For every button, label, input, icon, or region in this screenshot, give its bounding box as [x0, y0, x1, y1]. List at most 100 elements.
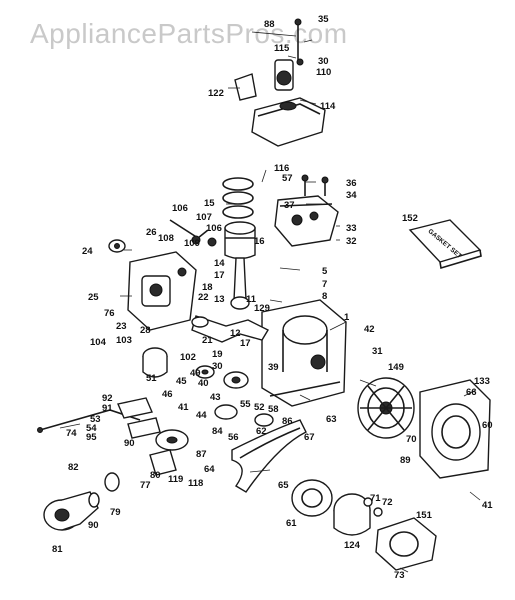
- callout-102: 102: [180, 352, 196, 363]
- callout-63: 63: [326, 414, 337, 425]
- cylinder-head: [274, 195, 339, 247]
- callout-17: 17: [214, 270, 225, 281]
- callout-14: 14: [214, 258, 225, 269]
- callout-81: 81: [52, 544, 63, 555]
- callout-89: 89: [400, 455, 411, 466]
- callout-43: 43: [210, 392, 221, 403]
- callout-28: 28: [140, 325, 151, 336]
- blower-housing: [419, 379, 491, 479]
- callout-106: 106: [172, 203, 188, 214]
- callout-16: 16: [254, 236, 265, 247]
- callout-41: 41: [178, 402, 189, 413]
- callout-129: 129: [254, 303, 270, 314]
- callout-12: 12: [230, 328, 241, 339]
- callout-44: 44: [196, 410, 207, 421]
- starter-clutch: [149, 429, 189, 476]
- callout-79: 79: [110, 507, 121, 518]
- callout-5: 5: [322, 266, 328, 277]
- callout-149: 149: [388, 362, 404, 373]
- callout-15: 15: [204, 198, 215, 209]
- callout-40: 40: [198, 378, 209, 389]
- callout-90: 90: [124, 438, 135, 449]
- callout-62: 62: [256, 426, 267, 437]
- callout-152: 152: [402, 213, 418, 224]
- carburetor: [127, 251, 197, 331]
- watermark: AppliancePartsPros.com: [30, 18, 348, 49]
- air-cleaner-stud: [294, 18, 304, 66]
- callout-116: 116: [274, 163, 289, 174]
- callout-32: 32: [346, 236, 357, 247]
- callout-107: 107: [196, 212, 212, 223]
- callout-18: 18: [202, 282, 213, 293]
- piston: [224, 221, 256, 260]
- callout-7: 7: [322, 279, 327, 290]
- callout-82: 82: [68, 462, 79, 473]
- throttle-linkage: [169, 219, 217, 247]
- callout-45: 45: [176, 376, 187, 387]
- callout-119: 119: [168, 474, 183, 485]
- callout-41b: 41: [482, 500, 493, 511]
- callout-19: 19: [212, 349, 223, 360]
- callout-64: 64: [204, 464, 215, 475]
- callout-30b: 30: [212, 361, 223, 372]
- callout-76: 76: [104, 308, 115, 319]
- leader-lines: [59, 31, 481, 573]
- callout-90b: 90: [88, 520, 99, 531]
- callout-22: 22: [198, 292, 209, 303]
- callout-11: 11: [246, 294, 257, 305]
- callout-84: 84: [212, 426, 223, 437]
- callout-17b: 17: [240, 338, 251, 349]
- callout-35: 35: [318, 14, 329, 25]
- callout-36: 36: [346, 178, 357, 189]
- callout-52: 52: [254, 402, 265, 413]
- callout-114: 114: [320, 101, 336, 112]
- callout-66: 66: [466, 387, 477, 398]
- callout-108: 108: [158, 233, 174, 244]
- callout-72: 72: [382, 497, 393, 508]
- callout-58: 58: [268, 404, 279, 415]
- air-cleaner-element: [274, 59, 294, 91]
- callout-37: 37: [284, 200, 295, 211]
- crankshaft: [191, 315, 269, 343]
- callout-60: 60: [482, 420, 493, 431]
- callout-122: 122: [208, 88, 224, 99]
- callout-104: 104: [90, 337, 107, 348]
- callout-87: 87: [196, 449, 207, 460]
- callout-124: 124: [344, 540, 361, 551]
- engine-block: [261, 299, 347, 407]
- callout-67: 67: [304, 432, 315, 443]
- callout-115: 115: [274, 43, 290, 54]
- callout-31: 31: [372, 346, 383, 357]
- callout-151: 151: [416, 510, 433, 521]
- callout-39: 39: [268, 362, 279, 373]
- oil-seal: [195, 365, 215, 379]
- callout-42: 42: [364, 324, 375, 335]
- head-bolts: [301, 174, 329, 196]
- callout-55: 55: [240, 399, 251, 410]
- connecting-rod: [230, 257, 250, 310]
- callout-57: 57: [282, 173, 293, 184]
- camshaft-gear: [223, 371, 249, 389]
- callout-118: 118: [188, 478, 203, 489]
- callout-110: 110: [316, 67, 331, 78]
- callout-1: 1: [344, 312, 350, 323]
- callout-61: 61: [286, 518, 297, 529]
- callout-49: 49: [190, 368, 201, 379]
- callout-53: 53: [90, 414, 101, 425]
- callout-133: 133: [474, 376, 490, 387]
- callout-73: 73: [394, 570, 405, 581]
- callout-30: 30: [318, 56, 329, 67]
- callout-8: 8: [322, 291, 327, 302]
- callout-25: 25: [88, 292, 99, 303]
- bearing-sleeve: [142, 347, 168, 378]
- callout-26: 26: [146, 227, 157, 238]
- callout-33: 33: [346, 223, 357, 234]
- air-cleaner-cover: [251, 97, 326, 147]
- callout-103: 103: [116, 335, 132, 346]
- callout-91: 91: [102, 403, 113, 414]
- callout-54: 54: [86, 423, 97, 434]
- callout-56: 56: [228, 432, 239, 443]
- callout-34: 34: [346, 190, 357, 201]
- starter-spring-parts: [363, 497, 383, 517]
- carburetor-fuel-bowl: [108, 239, 126, 253]
